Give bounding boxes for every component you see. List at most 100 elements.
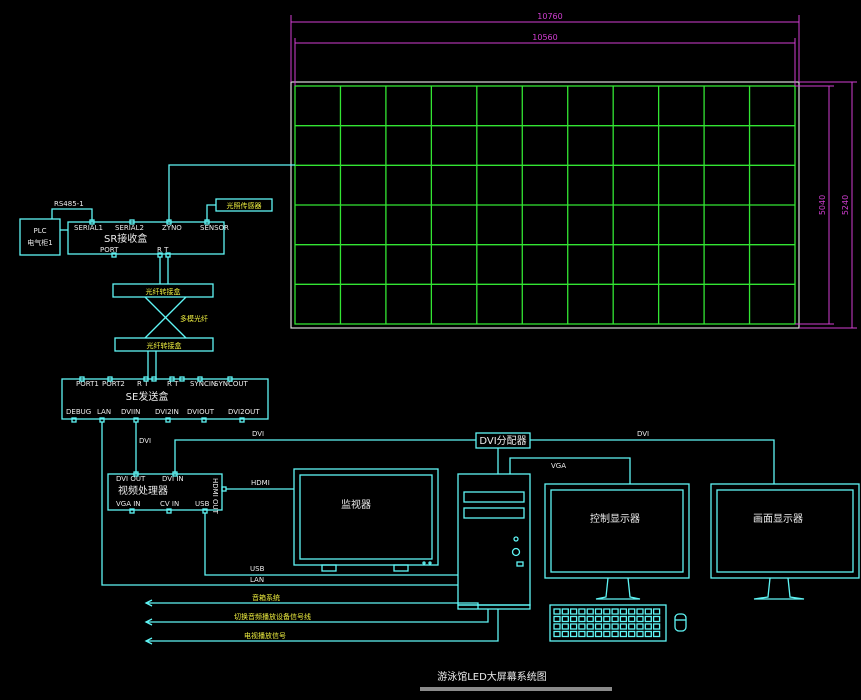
keyboard-key: [561, 615, 569, 623]
keyboard-key: [644, 615, 652, 623]
keyboard-key: [569, 608, 578, 615]
fiber-box-2: [114, 337, 214, 352]
keyboard-key: [578, 623, 586, 630]
vp-dviin: DVI IN: [162, 475, 184, 483]
se-syncout: SYNCOUT: [214, 380, 248, 388]
plc-cabinet: PLC 电气柜1: [19, 218, 61, 256]
plc-cabinet-label: 电气柜1: [27, 238, 52, 247]
monitor-1: 监视器: [293, 468, 439, 572]
se-lan: LAN: [97, 408, 111, 416]
keyboard-key: [636, 630, 644, 638]
keyboard-key: [603, 608, 611, 615]
fiber-box-1: [112, 283, 214, 298]
keyboard-key: [594, 615, 603, 623]
sr-sensor: SENSOR: [200, 224, 229, 232]
fiber-box-1-label: 光纤转接盒: [146, 287, 181, 296]
audio-line-label: 音箱系统: [252, 593, 280, 602]
led-screen: [290, 81, 800, 329]
se-dvi2in: DVI2IN: [155, 408, 179, 416]
sr-rt: R T: [157, 246, 169, 254]
keyboard-key: [578, 615, 586, 623]
keyboard: [549, 604, 667, 642]
led-cabinet-grid: [295, 86, 795, 324]
dvi-left-label: DVI: [139, 437, 151, 445]
keyboard-key: [636, 623, 644, 630]
dim-inner-width: 10560: [532, 33, 557, 42]
vp-title: 视频处理器: [118, 484, 168, 497]
se-rt1: R T: [137, 380, 149, 388]
dim-inner-height: 5040: [818, 195, 827, 215]
player-line: 电视播放信号: [144, 609, 499, 645]
sr-serial2: SERIAL2: [115, 224, 144, 232]
usb-label: USB: [250, 565, 265, 573]
keyboard-key: [652, 615, 661, 623]
se-debug: DEBUG: [66, 408, 91, 416]
keyboard-key: [553, 615, 561, 623]
keyboard-key: [553, 608, 561, 615]
keyboard-key: [619, 615, 628, 623]
lan-label: LAN: [250, 576, 264, 584]
keyboard-key: [628, 623, 636, 630]
keyboard-key: [586, 630, 594, 638]
monitor-2: 控制显示器: [544, 483, 690, 600]
dvi-top-label: DVI: [252, 430, 264, 438]
keyboard-key: [628, 615, 636, 623]
se-rt2: R T: [167, 380, 179, 388]
vp-hdmi-out: HDMI OUT: [211, 478, 219, 515]
monitor-1-label: 监视器: [341, 498, 371, 511]
keyboard-key: [561, 630, 569, 638]
keyboard-key: [594, 623, 603, 630]
keyboard-key: [611, 608, 619, 615]
se-dviin: DVIIN: [121, 408, 140, 416]
broadcast-line-label: 切换音频播放设备信号线: [234, 612, 311, 621]
dim-outer-height: 5240: [841, 195, 850, 215]
sr-zyno: ZYNO: [162, 224, 182, 232]
vga-label: VGA: [551, 462, 566, 470]
rs485-label: RS485-1: [54, 200, 84, 208]
se-port1: PORT1: [76, 380, 99, 388]
keyboard-key: [652, 630, 661, 638]
keyboard-key: [594, 608, 603, 615]
monitor-3-label: 画面显示器: [753, 513, 803, 525]
keyboard-key: [628, 608, 636, 615]
keyboard-key: [611, 615, 619, 623]
keyboard-key: [636, 608, 644, 615]
keyboard-key: [636, 615, 644, 623]
audio-line: 音箱系统: [144, 593, 479, 609]
keyboard-key: [578, 630, 586, 638]
se-sender-box: PORT1 PORT2 R T R T SYNCIN SYNCOUT SE发送盒…: [61, 376, 269, 423]
se-port2: PORT2: [102, 380, 125, 388]
keyboard-key: [586, 623, 594, 630]
keyboard-key: [561, 608, 569, 615]
vp-cv-in: CV IN: [160, 500, 179, 508]
dvi-right-label: DVI: [637, 430, 649, 438]
se-dviout: DVIOUT: [187, 408, 215, 416]
sr-receiver-box: SERIAL1 SERIAL2 ZYNO SENSOR SR接收盒 PORT R…: [67, 219, 229, 258]
keyboard-key: [644, 608, 652, 615]
keyboard-key: [561, 623, 569, 630]
keyboard-key: [619, 630, 628, 638]
keyboard-key: [603, 615, 611, 623]
right-dimensions: 5040 5240: [795, 81, 857, 329]
pc-tower: [457, 473, 531, 610]
keyboard-key: [644, 630, 652, 638]
fiber-box-2-label: 光纤转接盒: [147, 341, 182, 350]
keyboard-key: [578, 608, 586, 615]
vp-dviout: DVI OUT: [116, 475, 146, 483]
top-dimensions: 10760 10560: [290, 12, 800, 86]
keyboard-key: [569, 615, 578, 623]
light-sensor-label: 光照传感器: [227, 201, 262, 210]
footer-title: 游泳馆LED大屏幕系统图: [437, 670, 547, 683]
keyboard-key: [586, 608, 594, 615]
keyboard-key: [594, 630, 603, 638]
video-processor: DVI OUT DVI IN 视频处理器 HDMI OUT VGA IN CV …: [107, 471, 227, 515]
plc-label: PLC: [33, 227, 46, 235]
keyboard-key: [644, 623, 652, 630]
keyboard-key: [619, 623, 628, 630]
sr-serial1: SERIAL1: [74, 224, 103, 232]
keyboard-key: [553, 623, 561, 630]
keyboard-key: [619, 608, 628, 615]
fiber-cable-label: 多模光纤: [180, 314, 208, 323]
keyboard-key: [553, 630, 561, 638]
